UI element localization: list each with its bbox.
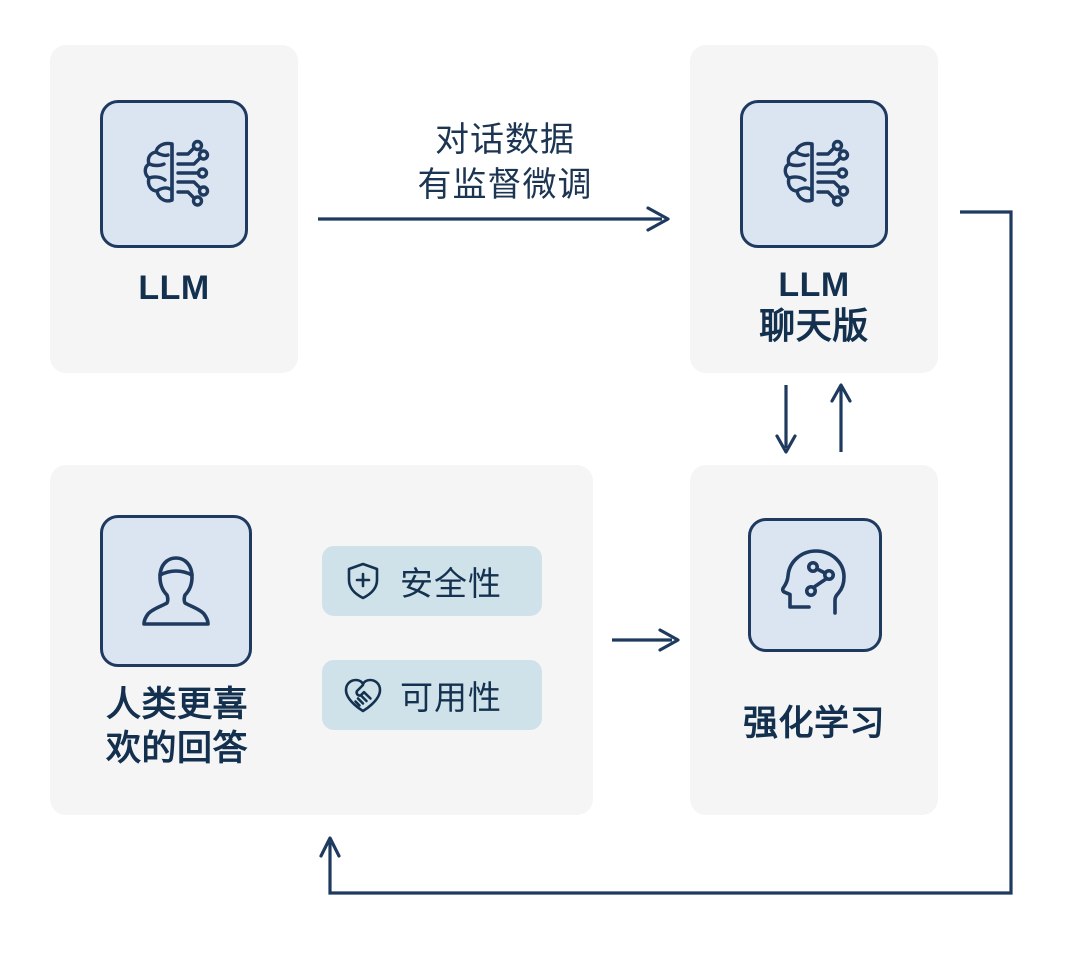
card-reinforcement-learning-label: 强化学习 [742, 704, 885, 743]
arrow-rl-to-chat [830, 383, 852, 452]
pill-helpfulness[interactable]: 可用性 [322, 660, 542, 730]
pill-helpfulness-label: 可用性 [400, 679, 502, 716]
arrow-chat-to-rl [775, 385, 797, 454]
shield-plus-icon [342, 560, 384, 602]
sft-caption-line1: 对话数据 [435, 121, 575, 159]
card-llm-label: LLM [138, 269, 210, 307]
card-llm-chat-label-line2: 聊天版 [759, 305, 869, 347]
card-human-preference-label: 人类更喜 欢的回答 [78, 683, 276, 771]
pill-safety[interactable]: 安全性 [322, 546, 542, 616]
arrow-sft [318, 206, 670, 232]
pill-safety-label: 安全性 [400, 565, 502, 602]
card-human-label-line2: 欢的回答 [105, 728, 248, 768]
card-human-label-line1: 人类更喜 [105, 685, 248, 724]
head-network-icon [748, 518, 882, 652]
heart-handshake-icon [342, 674, 384, 716]
sft-caption-line2: 有监督微调 [417, 165, 593, 204]
card-llm-chat-label: LLM 聊天版 [690, 265, 938, 348]
brain-circuit-icon [740, 100, 888, 248]
sft-arrow-caption: 对话数据 有监督微调 [330, 118, 680, 208]
arrow-human-to-rl [612, 628, 680, 652]
person-silhouette-icon [100, 515, 252, 667]
card-llm-chat-label-line1: LLM [778, 266, 850, 304]
brain-circuit-icon [100, 100, 248, 248]
